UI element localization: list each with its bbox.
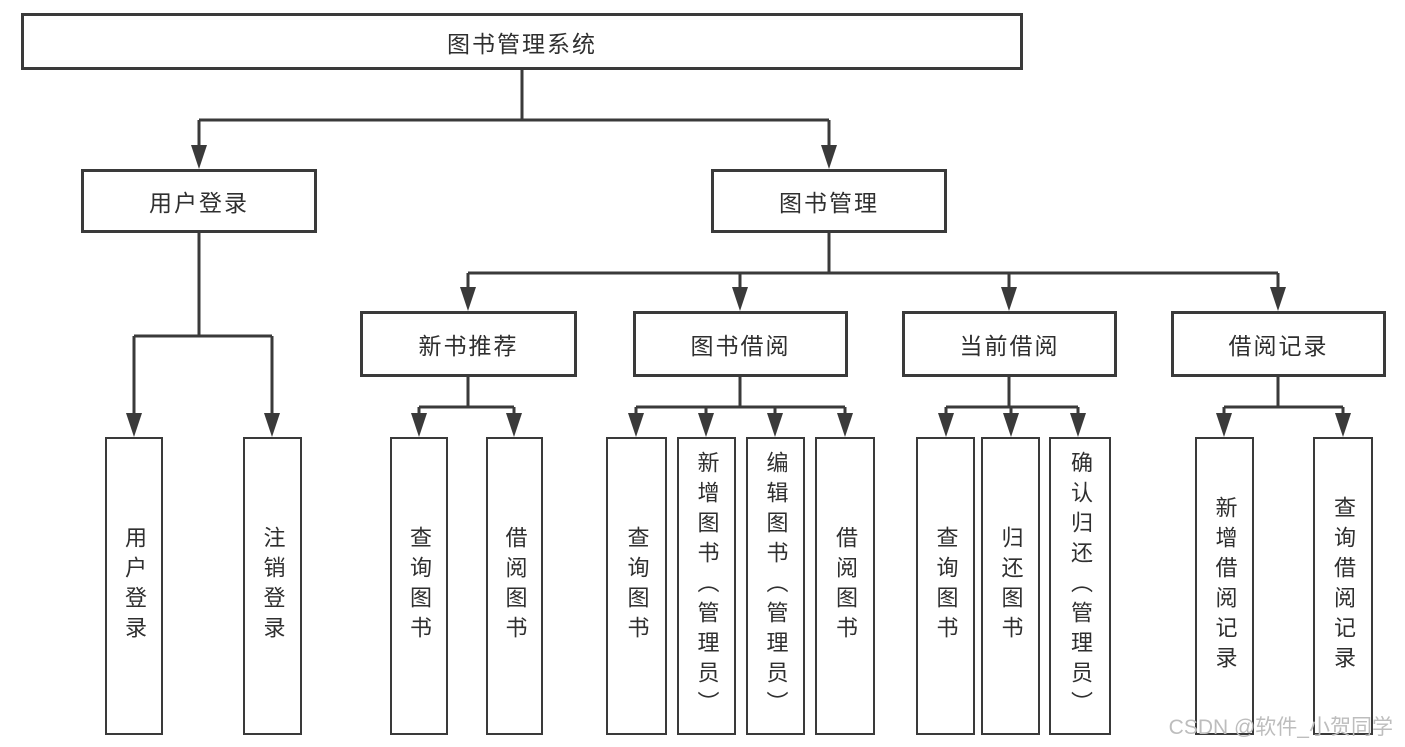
- csdn-watermark: CSDN @软件_小贺同学: [1168, 716, 1393, 739]
- node-new-book-recommend: 新书推荐: [360, 311, 577, 377]
- arrowhead-icon: [698, 413, 714, 437]
- leaf-query-borrow-record: 查询借阅记录: [1313, 437, 1373, 735]
- leaf-query-book-3: 查询图书: [916, 437, 975, 735]
- arrowhead-icon: [264, 413, 280, 437]
- arrowhead-icon: [1070, 413, 1086, 437]
- node-borrow-records: 借阅记录: [1171, 311, 1386, 377]
- node-current-borrow: 当前借阅: [902, 311, 1117, 377]
- arrowhead-icon: [837, 413, 853, 437]
- leaf-borrow-book-2: 借阅图书: [815, 437, 875, 735]
- arrowhead-icon: [1216, 413, 1232, 437]
- arrowhead-icon: [1001, 287, 1017, 311]
- arrowhead-icon: [821, 145, 837, 169]
- arrowhead-icon: [628, 413, 644, 437]
- leaf-confirm-return-admin: 确认归还（管理员）: [1049, 437, 1111, 735]
- leaf-query-book-2: 查询图书: [606, 437, 667, 735]
- node-book-management: 图书管理: [711, 169, 947, 233]
- arrowhead-icon: [938, 413, 954, 437]
- leaf-return-book: 归还图书: [981, 437, 1040, 735]
- leaf-logout: 注销登录: [243, 437, 302, 735]
- arrowhead-icon: [460, 287, 476, 311]
- arrowhead-icon: [1335, 413, 1351, 437]
- arrowhead-icon: [126, 413, 142, 437]
- arrowhead-icon: [506, 413, 522, 437]
- arrowhead-icon: [1270, 287, 1286, 311]
- leaf-edit-book-admin: 编辑图书（管理员）: [746, 437, 805, 735]
- node-library-system: 图书管理系统: [21, 13, 1023, 70]
- leaf-borrow-book-1: 借阅图书: [486, 437, 543, 735]
- leaf-add-book-admin: 新增图书（管理员）: [677, 437, 736, 735]
- arrowhead-icon: [732, 287, 748, 311]
- node-book-borrow: 图书借阅: [633, 311, 848, 377]
- leaf-query-book-1: 查询图书: [390, 437, 448, 735]
- leaf-add-borrow-record: 新增借阅记录: [1195, 437, 1254, 735]
- leaf-user-login: 用户登录: [105, 437, 163, 735]
- arrowhead-icon: [1003, 413, 1019, 437]
- node-user-login: 用户登录: [81, 169, 317, 233]
- arrowhead-icon: [411, 413, 427, 437]
- arrowhead-icon: [767, 413, 783, 437]
- arrowhead-icon: [191, 145, 207, 169]
